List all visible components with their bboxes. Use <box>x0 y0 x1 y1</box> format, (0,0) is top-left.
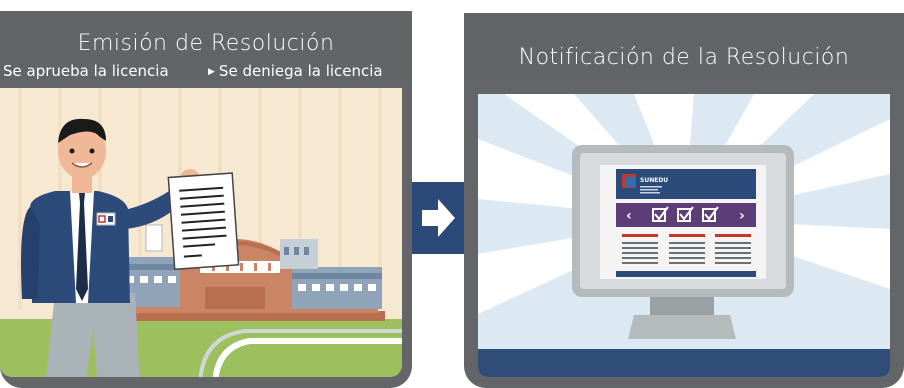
checkbox-icon <box>652 206 719 222</box>
bullet-icon: ▶ <box>208 67 215 77</box>
flow-arrow <box>412 182 464 254</box>
illustration-frame: SUNEDU ‹ › <box>464 79 904 388</box>
nav-next-icon: › <box>739 208 745 224</box>
nav-prev-icon: ‹ <box>626 208 632 224</box>
notificacion-illustration: SUNEDU ‹ › <box>478 94 890 377</box>
option-approve: Se aprueba la licencia <box>3 62 169 80</box>
illustration-frame <box>0 79 412 388</box>
arrow-right-icon <box>422 199 455 237</box>
panel-title: Notificación de la Resolución <box>518 45 850 70</box>
brand-text: SUNEDU <box>640 177 668 184</box>
panel-header: Notificación de la Resolución <box>464 13 904 79</box>
option-deny-row: ▶Se deniega la licencia <box>208 62 383 80</box>
panel-title: Emisión de Resolución <box>77 31 335 56</box>
panel-emision: Emisión de Resolución Se aprueba la lice… <box>0 0 412 388</box>
option-deny: Se deniega la licencia <box>218 62 383 80</box>
emision-illustration <box>0 88 402 377</box>
panel-header: Emisión de Resolución Se aprueba la lice… <box>0 11 412 80</box>
panel-notificacion: Notificación de la Resolución <box>464 0 904 388</box>
